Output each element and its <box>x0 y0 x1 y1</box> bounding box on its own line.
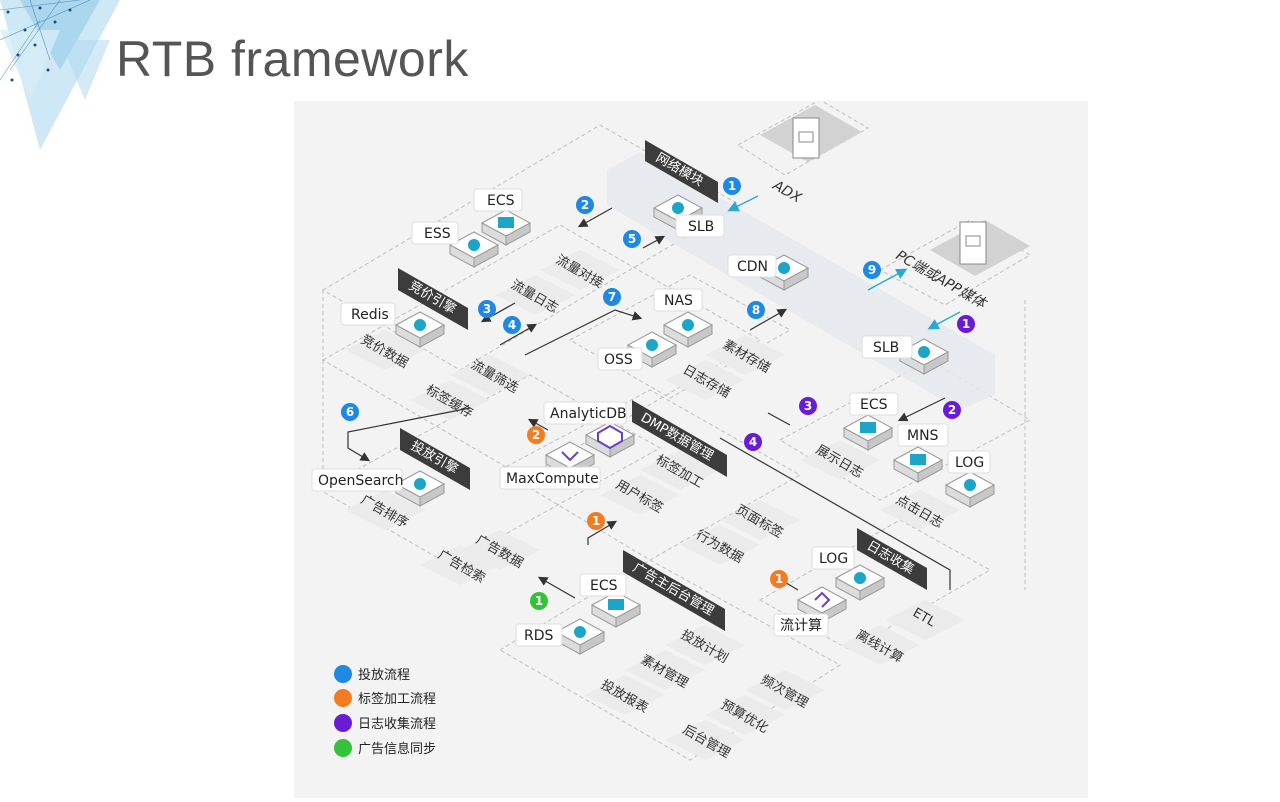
legend-swatch-purple <box>334 714 352 732</box>
redis-icon <box>414 319 426 331</box>
module-tags <box>398 140 927 631</box>
legend: 投放流程 标签加工流程 日志收集流程 广告信息同步 <box>334 665 436 757</box>
legend-label: 投放流程 <box>358 667 410 683</box>
redis-label: Redis <box>351 307 389 323</box>
rtb-architecture-diagram: ADX PC端或APP媒体 流量对接 流量日志 竞价数据 流量筛选 标签缓存 素… <box>294 99 1088 798</box>
slide-title: RTB framework <box>116 31 469 87</box>
corner-triangle-decoration <box>0 0 120 150</box>
stream-compute-label: 流计算 <box>780 618 822 634</box>
step-marker: 4 <box>749 435 757 449</box>
slb-icon <box>918 346 930 358</box>
step-marker: 9 <box>868 263 876 277</box>
ess-label: ESS <box>424 226 451 242</box>
opensearch-label: OpenSearch <box>318 473 404 489</box>
slb-icon <box>672 202 684 214</box>
legend-label: 广告信息同步 <box>358 741 436 757</box>
step-marker: 2 <box>532 428 540 442</box>
step-marker: 4 <box>508 318 516 332</box>
maxcompute-icon <box>561 451 579 462</box>
ecs-icon <box>498 217 514 228</box>
nas-icon <box>682 319 694 331</box>
cdn-label: CDN <box>737 259 768 275</box>
ess-icon <box>468 239 480 251</box>
step-marker: 1 <box>775 572 783 586</box>
rds-icon <box>574 626 586 638</box>
legend-label: 日志收集流程 <box>358 716 436 732</box>
adx-label: ADX <box>769 177 804 207</box>
step-marker: 2 <box>581 198 589 212</box>
oss-icon <box>646 339 658 351</box>
step-marker: 1 <box>592 514 600 528</box>
legend-swatch-green <box>334 739 352 757</box>
step-marker: 6 <box>346 405 354 419</box>
ecs-label: ECS <box>590 578 618 594</box>
step-marker: 8 <box>752 303 760 317</box>
opensearch-icon <box>414 478 426 490</box>
log-icon <box>854 572 866 584</box>
diagram-canvas: ADX PC端或APP媒体 流量对接 流量日志 竞价数据 流量筛选 标签缓存 素… <box>311 99 1032 761</box>
step-marker: 1 <box>535 594 543 608</box>
legend-swatch-orange <box>334 689 352 707</box>
pc-app-platform <box>930 220 1030 276</box>
log-label: LOG <box>955 455 984 471</box>
adx-platform <box>760 105 862 162</box>
slb-label: SLB <box>688 219 714 235</box>
step-marker: 1 <box>962 317 970 331</box>
cdn-icon <box>778 262 790 274</box>
step-marker: 3 <box>804 399 812 413</box>
log-label: LOG <box>819 551 848 567</box>
flow-lines <box>347 207 951 599</box>
ecs-icon <box>608 599 624 610</box>
module-title-advertiser: 广告主后台管理 <box>630 560 716 618</box>
stream-compute-icon <box>814 591 831 608</box>
maxcompute-label: MaxCompute <box>506 471 599 487</box>
ecs-label: ECS <box>487 193 515 209</box>
log-icon <box>964 479 976 491</box>
step-marker: 2 <box>948 403 956 417</box>
step-marker: 3 <box>483 302 491 316</box>
step-marker: 7 <box>608 290 616 304</box>
slb-label: SLB <box>873 340 899 356</box>
ecs-label: ECS <box>860 397 888 413</box>
mns-icon <box>910 454 926 465</box>
oss-label: OSS <box>604 352 633 368</box>
analyticdb-icon <box>597 424 623 450</box>
analyticdb-label: AnalyticDB <box>550 406 627 422</box>
step-marker: 5 <box>628 232 636 246</box>
rds-label: RDS <box>524 628 554 644</box>
legend-label: 标签加工流程 <box>358 691 436 707</box>
nas-label: NAS <box>664 293 693 309</box>
ecs-icon <box>860 422 876 433</box>
legend-swatch-blue <box>334 665 352 683</box>
step-marker: 1 <box>728 179 736 193</box>
mns-label: MNS <box>907 428 939 444</box>
